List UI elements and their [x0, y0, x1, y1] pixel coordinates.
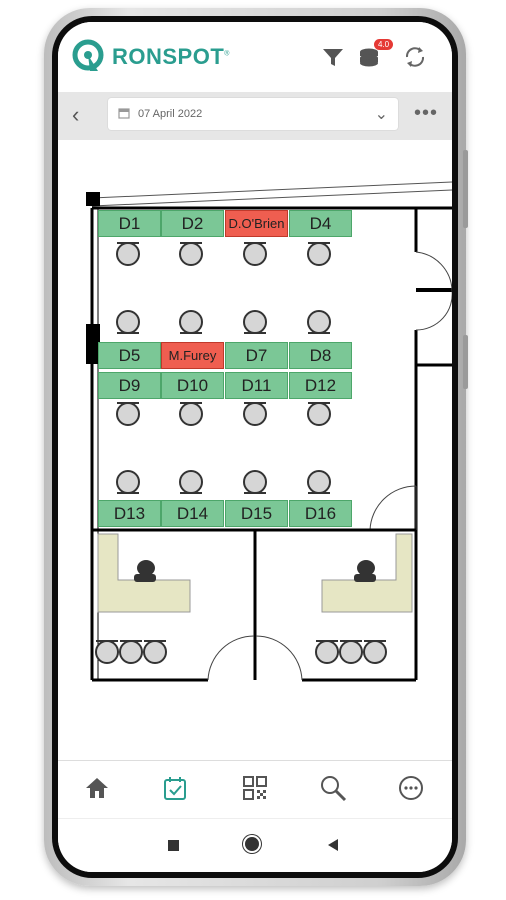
desk-1[interactable]: D1: [98, 210, 161, 237]
back-arrow-icon[interactable]: ‹: [72, 102, 80, 127]
brand-registered-mark: ®: [224, 50, 230, 58]
chair-icon: [307, 470, 331, 494]
chair-icon: [179, 310, 203, 334]
chair-icon: [116, 242, 140, 266]
floor-walls: [86, 181, 452, 682]
coins-icon[interactable]: [356, 44, 382, 70]
desk-15[interactable]: D15: [225, 500, 288, 527]
chair-icon: [339, 640, 363, 664]
desk-9[interactable]: D9: [98, 372, 161, 399]
app-header: RONSPOT® 4.0: [58, 22, 452, 92]
home-button[interactable]: [245, 837, 259, 851]
desk-16[interactable]: D16: [289, 500, 352, 527]
desk-8[interactable]: D8: [289, 342, 352, 369]
refresh-icon[interactable]: [402, 44, 428, 70]
date-selector[interactable]: 07 April 2022 ⌄: [108, 98, 398, 130]
calendar-icon: [118, 108, 130, 119]
chair-icon: [179, 402, 203, 426]
desk-6[interactable]: M.Furey: [161, 342, 224, 369]
desk-11[interactable]: D11: [225, 372, 288, 399]
desk-5[interactable]: D5: [98, 342, 161, 369]
more-icon[interactable]: [396, 773, 426, 803]
calendar-check-icon[interactable]: [160, 773, 190, 803]
chair-icon: [307, 310, 331, 334]
brand-name: RONSPOT®: [112, 44, 230, 70]
desk-4[interactable]: D4: [289, 210, 352, 237]
ronspot-logo-icon: [72, 39, 104, 71]
chair-icon: [179, 470, 203, 494]
system-back-button[interactable]: [328, 839, 338, 851]
brand-text: RONSPOT: [112, 44, 225, 69]
recent-apps-button[interactable]: [168, 840, 179, 851]
chair-icon: [307, 402, 331, 426]
desk-14[interactable]: D14: [161, 500, 224, 527]
chair-icon: [143, 640, 167, 664]
chair-icon: [243, 310, 267, 334]
credits-badge: 4.0: [374, 39, 394, 50]
chair-icon: [363, 640, 387, 664]
qr-code-icon[interactable]: [240, 773, 270, 803]
chair-icon: [119, 640, 143, 664]
app-screen: RONSPOT® 4.0 ‹ 07 April 2022 ⌄ •••: [58, 22, 452, 872]
desk-7[interactable]: D7: [225, 342, 288, 369]
desk-12[interactable]: D12: [289, 372, 352, 399]
chair-icon: [179, 242, 203, 266]
bottom-navigation: [58, 760, 452, 819]
desk-13[interactable]: D13: [98, 500, 161, 527]
chair-icon: [243, 402, 267, 426]
more-options-icon[interactable]: •••: [414, 102, 439, 124]
system-navigation-bar: [58, 818, 452, 872]
chevron-down-icon: ⌄: [374, 106, 388, 123]
volume-button: [463, 335, 468, 389]
chair-icon: [243, 242, 267, 266]
chair-icon: [116, 310, 140, 334]
search-icon[interactable]: [318, 773, 348, 803]
chair-icon: [116, 470, 140, 494]
desk-10[interactable]: D10: [161, 372, 224, 399]
chair-icon: [315, 640, 339, 664]
home-icon[interactable]: [82, 773, 112, 803]
desk-3[interactable]: D.O'Brien: [225, 210, 288, 237]
chair-icon: [116, 402, 140, 426]
power-button: [463, 150, 468, 228]
chair-icon: [243, 470, 267, 494]
selected-date: 07 April 2022: [138, 108, 203, 120]
chair-icon: [307, 242, 331, 266]
desk-2[interactable]: D2: [161, 210, 224, 237]
chair-icon: [95, 640, 119, 664]
filter-icon[interactable]: [320, 44, 346, 70]
